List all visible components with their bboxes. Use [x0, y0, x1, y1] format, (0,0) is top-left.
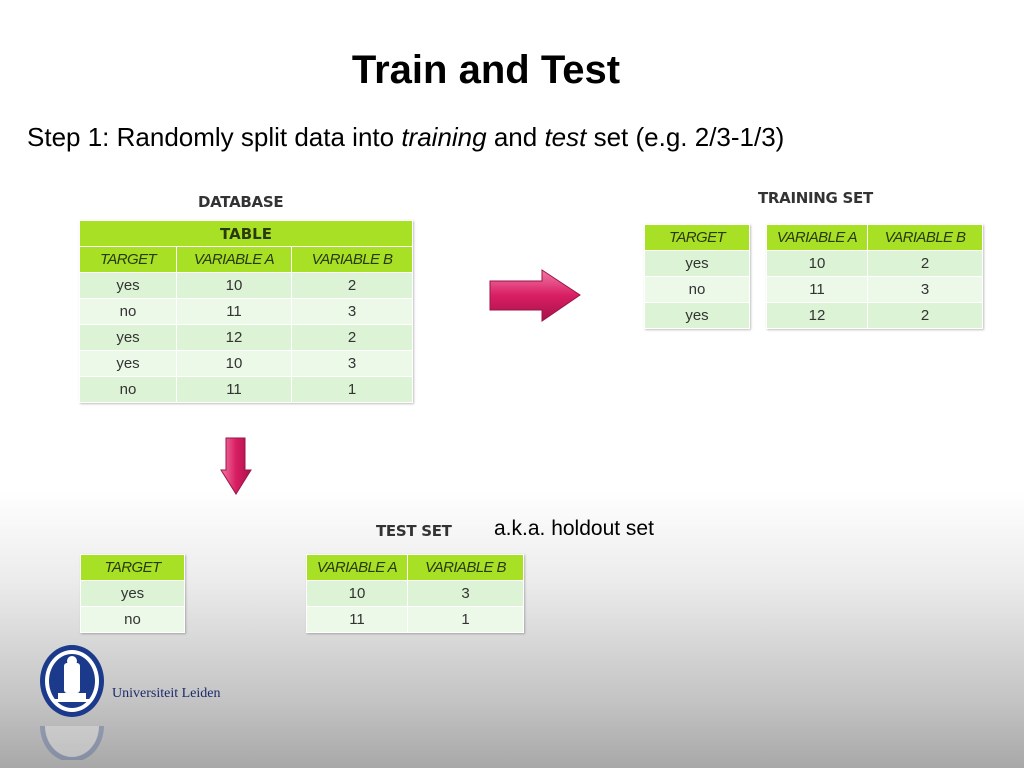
table-cell: 11: [176, 298, 292, 325]
subtitle-prefix: Step 1: Randomly split data into: [27, 122, 402, 152]
table-cell: 11: [766, 276, 868, 303]
database-caption: DATABASE: [198, 193, 284, 211]
column-header: TARGET: [644, 224, 750, 251]
column-header: VARIABLE B: [407, 554, 524, 581]
table-cell: 12: [176, 324, 292, 351]
column-header: TARGET: [80, 554, 185, 581]
table-cell: 3: [867, 276, 983, 303]
column-header: VARIABLE A: [176, 246, 292, 273]
slide-title: Train and Test: [351, 48, 621, 92]
table-row: no 11 3: [79, 298, 413, 325]
subtitle-and: and: [486, 122, 545, 152]
table-cell: 12: [766, 302, 868, 329]
table-cell: 10: [766, 250, 868, 277]
table-cell: 2: [291, 324, 413, 351]
table-cell: no: [80, 606, 185, 633]
column-header: VARIABLE A: [306, 554, 408, 581]
column-header: VARIABLE A: [766, 224, 868, 251]
table-cell: yes: [79, 324, 177, 351]
table-row: yes: [644, 250, 750, 277]
table-row: yes: [80, 580, 185, 607]
table-cell: no: [644, 276, 750, 303]
table-cell: no: [79, 298, 177, 325]
database-table: TABLE TARGET VARIABLE A VARIABLE B yes 1…: [79, 220, 413, 403]
training-variables-table: VARIABLE A VARIABLE B 10 2 11 3 12 2: [766, 224, 983, 329]
university-seal-icon: [40, 645, 104, 717]
column-header: VARIABLE B: [291, 246, 413, 273]
table-cell: 11: [176, 376, 292, 403]
table-cell: 10: [306, 580, 408, 607]
arrow-down-icon: [220, 437, 252, 495]
seal-reflection-icon: [40, 726, 104, 760]
table-cell: 1: [291, 376, 413, 403]
table-row: yes 12 2: [79, 324, 413, 351]
table-cell: 3: [291, 350, 413, 377]
table-cell: 10: [176, 350, 292, 377]
column-header: VARIABLE B: [867, 224, 983, 251]
table-cell: yes: [80, 580, 185, 607]
table-cell: yes: [644, 302, 750, 329]
table-cell: 3: [291, 298, 413, 325]
holdout-note: a.k.a. holdout set: [494, 517, 654, 540]
table-cell: no: [79, 376, 177, 403]
subtitle-training: training: [401, 122, 487, 152]
column-header: TARGET: [79, 246, 177, 273]
test-set-caption: TEST SET: [376, 522, 452, 540]
university-name: Universiteit Leiden: [112, 686, 221, 701]
table-row: 11 3: [766, 276, 983, 303]
table-cell: 3: [407, 580, 524, 607]
table-row: 11 1: [306, 606, 524, 633]
table-row: 10 3: [306, 580, 524, 607]
subtitle-test: test: [544, 122, 587, 152]
table-row: yes 10 3: [79, 350, 413, 377]
table-row: yes: [644, 302, 750, 329]
training-target-table: TARGET yes no yes: [644, 224, 750, 329]
table-label: TABLE: [79, 220, 413, 247]
table-cell: 1: [407, 606, 524, 633]
slide-subtitle: Step 1: Randomly split data into trainin…: [27, 122, 784, 153]
table-cell: yes: [644, 250, 750, 277]
table-row: 12 2: [766, 302, 983, 329]
table-row: yes 10 2: [79, 272, 413, 299]
subtitle-suffix: set (e.g. 2/3-1/3): [586, 122, 785, 152]
table-cell: yes: [79, 272, 177, 299]
arrow-right-icon: [489, 269, 581, 322]
table-cell: 11: [306, 606, 408, 633]
table-cell: 2: [867, 250, 983, 277]
table-cell: 2: [867, 302, 983, 329]
table-cell: 10: [176, 272, 292, 299]
table-row: no 11 1: [79, 376, 413, 403]
training-set-caption: TRAINING SET: [758, 189, 873, 207]
table-row: no: [644, 276, 750, 303]
table-cell: yes: [79, 350, 177, 377]
table-row: no: [80, 606, 185, 633]
test-target-table: TARGET yes no: [80, 554, 185, 633]
table-row: 10 2: [766, 250, 983, 277]
table-cell: 2: [291, 272, 413, 299]
test-variables-table: VARIABLE A VARIABLE B 10 3 11 1: [306, 554, 524, 633]
